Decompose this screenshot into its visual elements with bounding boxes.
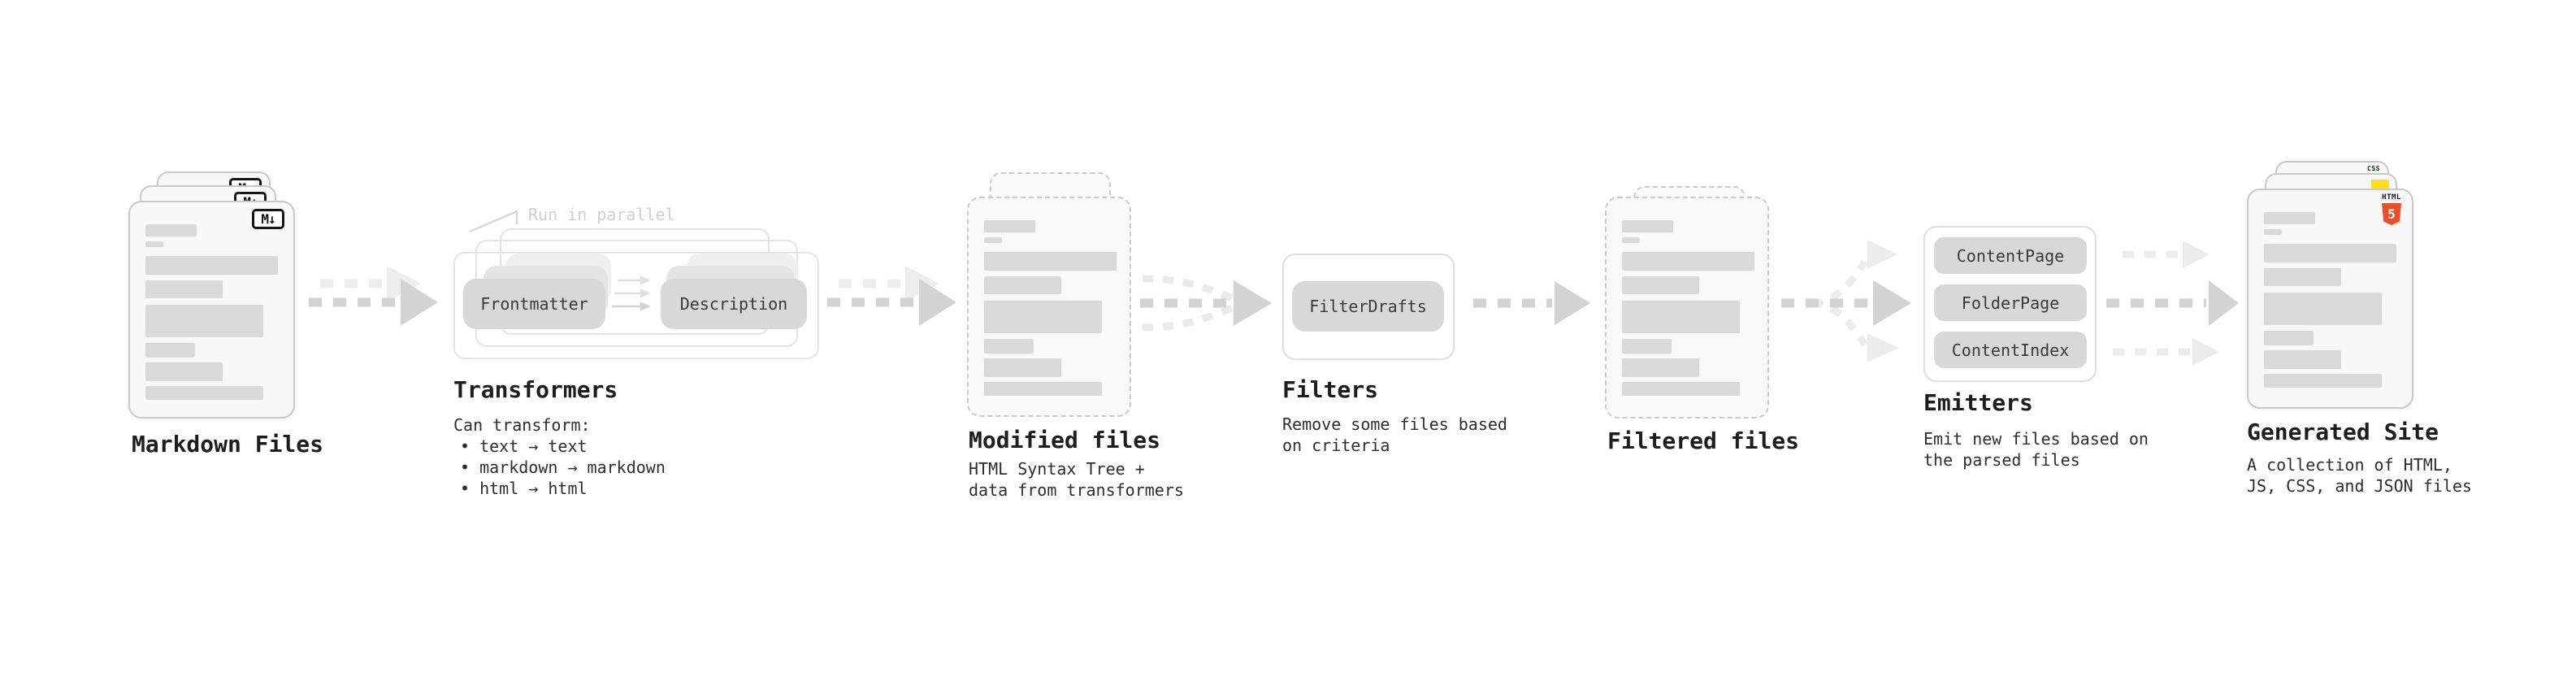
content-bar — [984, 252, 1117, 271]
emitter-pill-contentpage: ContentPage — [1934, 237, 2087, 274]
content-bar — [2264, 293, 2382, 325]
subtitle-line: the parsed files — [1923, 450, 2080, 470]
transformer-pill-description: Description — [661, 279, 807, 329]
modified-files-description: HTML Syntax Tree + data from transformer… — [969, 458, 1184, 501]
content-bar — [145, 362, 223, 381]
content-bar — [2264, 212, 2315, 224]
arrow-filtered-to-emitters — [1781, 240, 1911, 362]
content-bar — [1622, 276, 1699, 294]
subtitle-line: Remove some files based — [1282, 414, 1507, 434]
content-bar — [984, 276, 1061, 294]
stage-title-modified-files: Modified files — [969, 427, 1161, 453]
subtitle-line: A collection of HTML, — [2247, 455, 2452, 475]
content-bar — [984, 339, 1034, 354]
arrow-markdown-to-transformers — [309, 266, 438, 326]
transformers-description: Can transform: text → text markdown → ma… — [453, 414, 666, 499]
content-bar — [145, 386, 263, 400]
arrow-transformers-to-modified — [827, 266, 956, 326]
content-bar — [984, 220, 1035, 232]
subtitle-line: HTML Syntax Tree + — [969, 459, 1145, 479]
content-bar — [1622, 301, 1740, 333]
content-bar — [145, 343, 195, 358]
pill-label: Frontmatter — [480, 294, 588, 314]
stage-title-filters: Filters — [1282, 376, 1379, 403]
markdown-icon-label: M↓ — [261, 211, 275, 227]
transformer-pill-frontmatter: Frontmatter — [463, 279, 605, 329]
content-bar — [984, 301, 1102, 333]
html5-icon: HTML 5 — [2381, 194, 2402, 225]
subtitle-line: on criteria — [1282, 436, 1390, 455]
transform-arrows — [612, 275, 651, 311]
transformer-container — [453, 252, 819, 359]
content-bar — [1622, 237, 1640, 243]
pill-label: FolderPage — [1961, 293, 2060, 313]
subtitle-line: JS, CSS, and JSON files — [2247, 476, 2472, 496]
subtitle-line: data from transformers — [969, 480, 1184, 500]
content-bar — [145, 241, 163, 247]
html5-icon-number: 5 — [2387, 206, 2396, 222]
content-bar — [984, 358, 1061, 377]
transform-bullet: markdown → markdown — [453, 457, 666, 478]
content-bar — [2264, 268, 2341, 286]
content-bar — [2264, 374, 2382, 388]
content-bar — [1622, 382, 1740, 396]
document-card: HTML 5 — [2247, 189, 2413, 409]
content-bar — [2264, 229, 2282, 235]
document-card — [967, 197, 1131, 417]
html5-icon-shield: 5 — [2382, 203, 2401, 225]
filter-pill-filterdrafts: FilterDrafts — [1292, 281, 1444, 332]
content-bar — [984, 382, 1102, 396]
content-bar — [2264, 350, 2341, 369]
transform-bullet: html → html — [453, 478, 666, 499]
css-icon-label: CSS — [2367, 165, 2380, 172]
arrow-emitters-to-generated — [2106, 241, 2239, 366]
content-bar — [984, 237, 1002, 243]
pill-label: Description — [679, 294, 788, 314]
emitter-pill-folderpage: FolderPage — [1934, 284, 2087, 321]
arrow-filters-to-filtered — [1473, 281, 1590, 325]
stage-title-transformers: Transformers — [453, 376, 618, 403]
content-bar — [145, 256, 278, 275]
subtitle-line: Emit new files based on — [1923, 429, 2149, 449]
run-in-parallel-note: Run in parallel — [528, 205, 675, 224]
pill-label: FilterDrafts — [1309, 297, 1427, 316]
content-bar — [2264, 244, 2396, 262]
pill-label: ContentIndex — [1951, 340, 2070, 360]
filters-description: Remove some files based on criteria — [1282, 414, 1507, 456]
markdown-icon: M↓ — [252, 209, 284, 229]
content-bar — [1622, 220, 1673, 232]
document-card — [1605, 197, 1769, 419]
transform-bullet: text → text — [453, 436, 666, 457]
content-bar — [145, 224, 197, 236]
content-bar — [145, 280, 223, 298]
js-icon — [2371, 180, 2389, 190]
stage-title-generated-site: Generated Site — [2247, 419, 2439, 445]
document-card: M↓ — [128, 201, 295, 419]
callout-line — [469, 210, 518, 233]
emitter-pill-contentindex: ContentIndex — [1934, 332, 2087, 368]
stage-title-emitters: Emitters — [1923, 389, 2033, 416]
content-bar — [1622, 252, 1754, 271]
arrow-modified-to-filters — [1140, 275, 1272, 332]
content-bar — [145, 305, 263, 337]
content-bar — [1622, 339, 1672, 354]
can-transform-label: Can transform: — [453, 415, 591, 435]
content-bar — [2264, 331, 2314, 345]
pill-label: ContentPage — [1956, 245, 2065, 266]
html5-icon-label: HTML — [2382, 193, 2401, 202]
stage-title-filtered-files: Filtered files — [1607, 427, 1800, 454]
stage-title-markdown-files: Markdown Files — [132, 431, 324, 458]
emitters-description: Emit new files based on the parsed files — [1923, 428, 2149, 471]
generated-site-description: A collection of HTML, JS, CSS, and JSON … — [2247, 454, 2472, 497]
content-bar — [1622, 358, 1699, 377]
